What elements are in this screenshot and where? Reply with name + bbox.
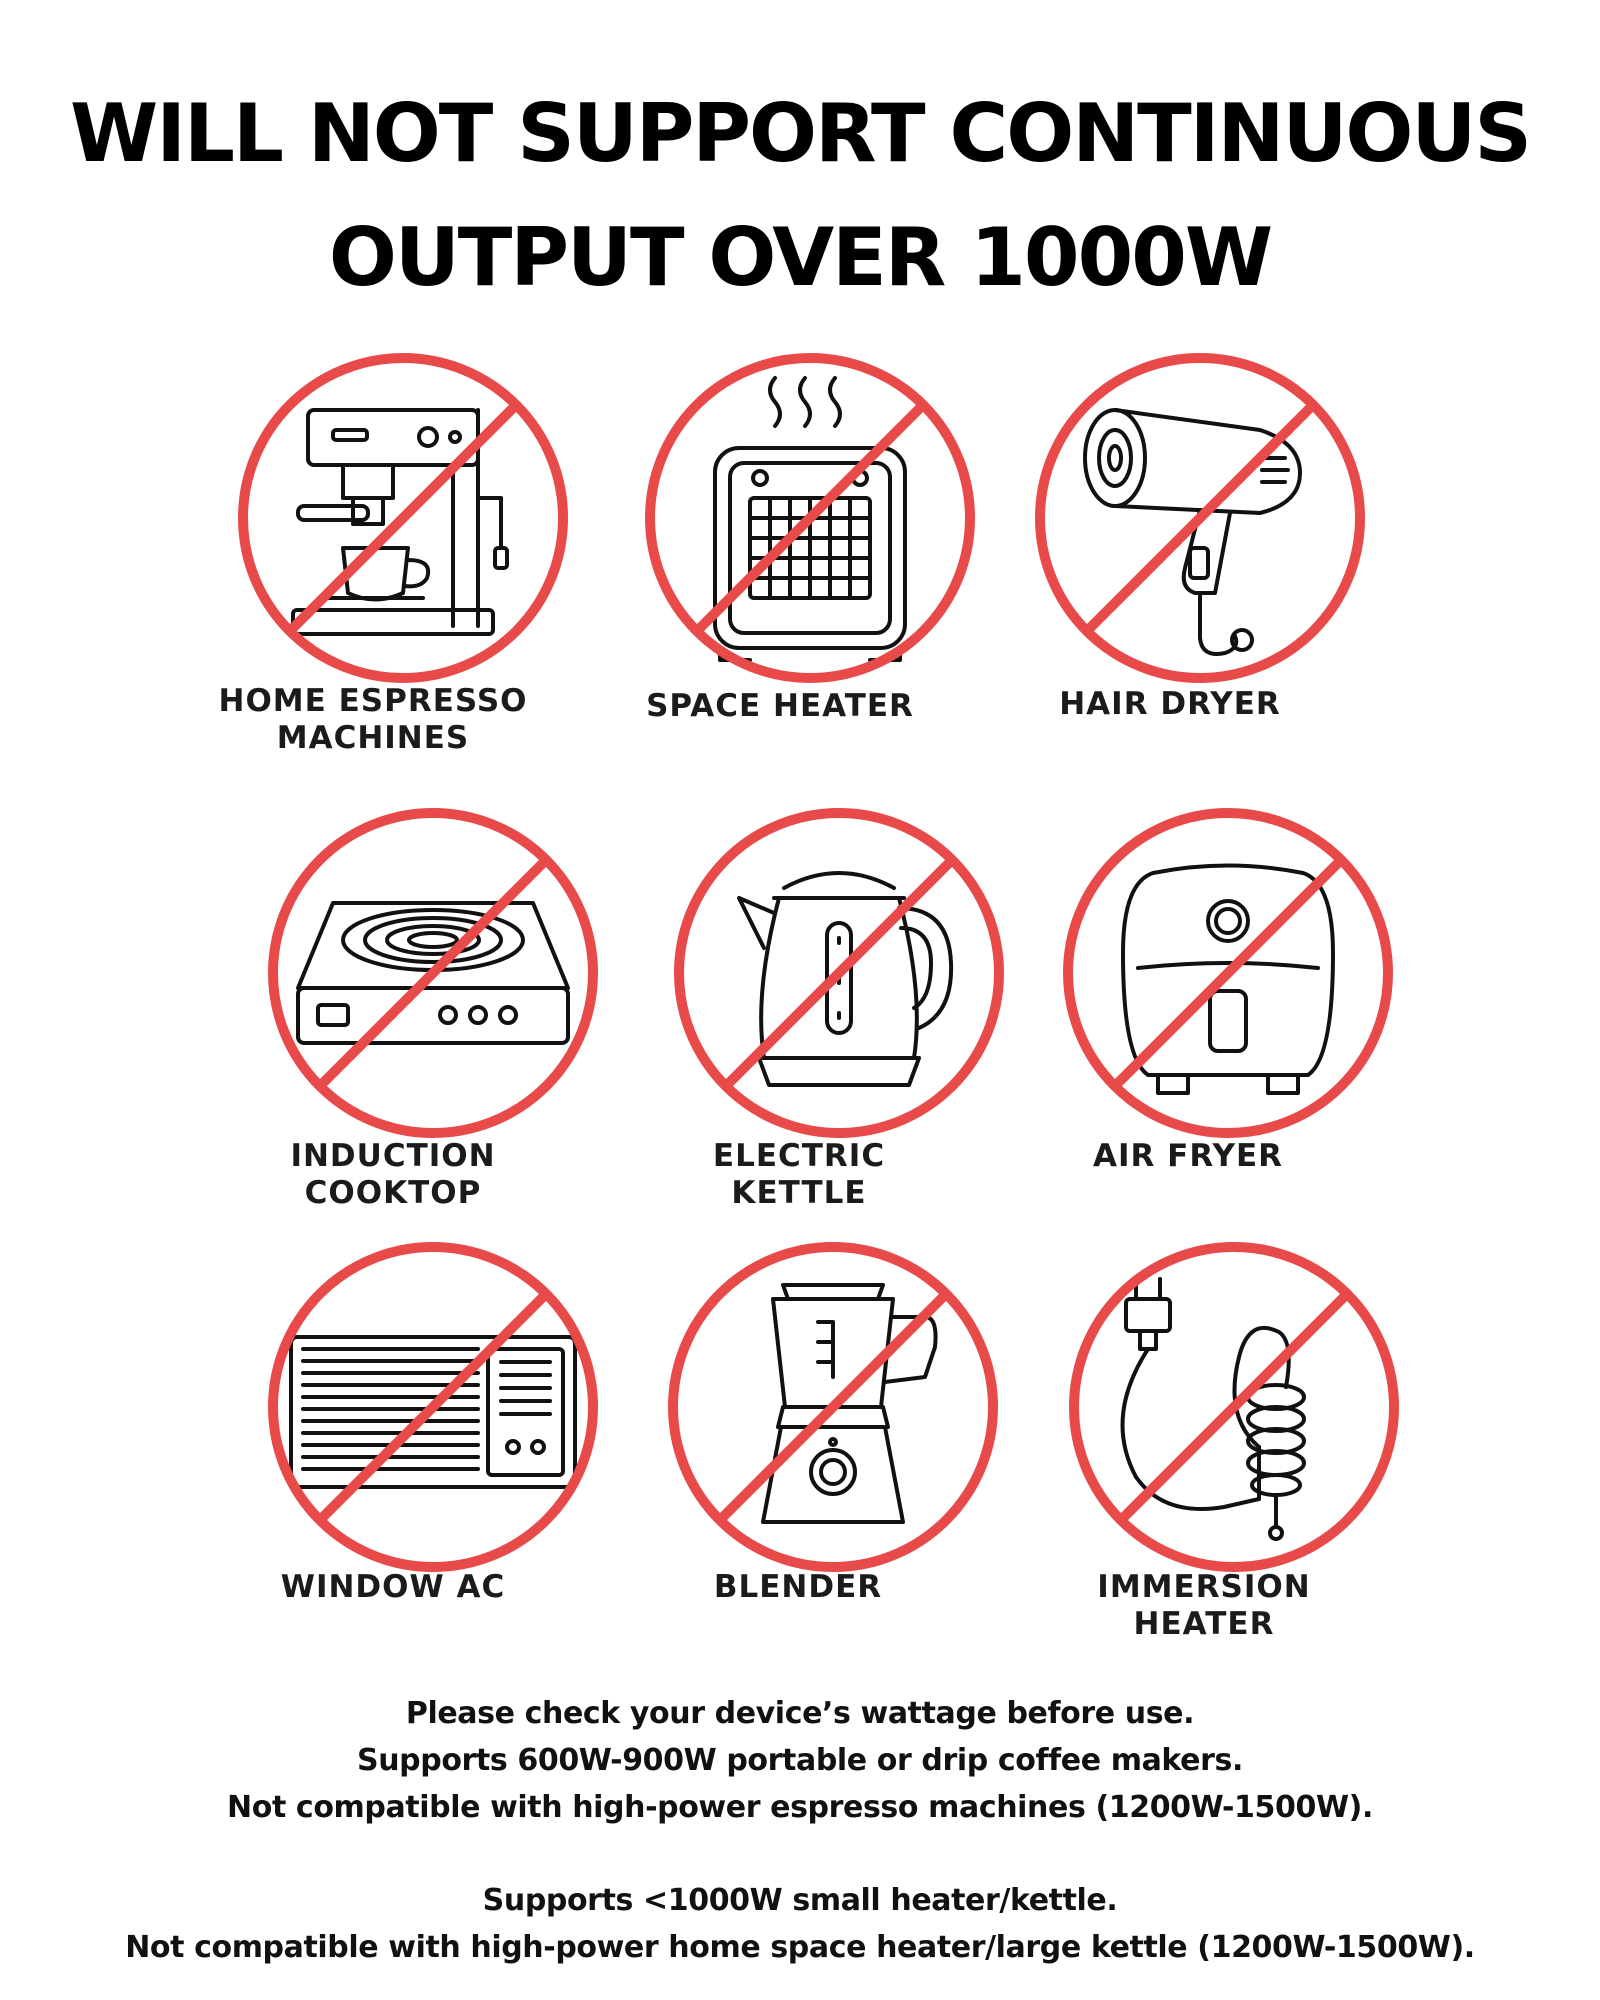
item-label: IMMERSION HEATER xyxy=(1097,1569,1311,1642)
item-blender: BLENDER xyxy=(633,1237,1033,1657)
item-air-fryer: AIR FRYER xyxy=(1028,803,1428,1223)
item-label: AIR FRYER xyxy=(1092,1138,1284,1174)
note-line-4: Supports <1000W small heater/kettle. xyxy=(482,1883,1118,1918)
item-hair-dryer: HAIR DRYER xyxy=(1000,348,1400,768)
window-ac-icon xyxy=(268,1242,598,1572)
item-espresso-machine: HOME ESPRESSO MACHINES xyxy=(203,348,603,768)
page-title: WILL NOT SUPPORT CONTINUOUS OUTPUT OVER … xyxy=(0,72,1600,320)
item-label: HOME ESPRESSO MACHINES xyxy=(218,683,528,756)
hair-dryer-icon xyxy=(1035,353,1365,683)
item-induction-cooktop: INDUCTION COOKTOP xyxy=(233,803,633,1223)
item-electric-kettle: ELECTRIC KETTLE xyxy=(639,803,1039,1223)
note-line-2: Supports 600W-900W portable or drip coff… xyxy=(357,1743,1243,1778)
note-line-1: Please check your device’s wattage befor… xyxy=(405,1696,1195,1731)
item-label: SPACE HEATER xyxy=(646,688,914,724)
note-gap xyxy=(0,1831,1600,1877)
induction-cooktop-icon xyxy=(268,808,598,1138)
blender-icon xyxy=(668,1242,998,1572)
espresso-machine-icon xyxy=(238,353,568,683)
item-label: WINDOW AC xyxy=(280,1569,506,1605)
title-line-2: OUTPUT OVER 1000W xyxy=(328,211,1273,304)
air-fryer-icon xyxy=(1063,808,1393,1138)
wattage-notes: Please check your device’s wattage befor… xyxy=(0,1690,1600,1971)
electric-kettle-icon xyxy=(674,808,1004,1138)
note-line-3: Not compatible with high-power espresso … xyxy=(227,1790,1373,1825)
space-heater-icon xyxy=(645,353,975,683)
item-space-heater: SPACE HEATER xyxy=(610,348,1010,768)
immersion-heater-icon xyxy=(1069,1242,1399,1572)
title-line-1: WILL NOT SUPPORT CONTINUOUS xyxy=(70,87,1532,180)
item-window-ac: WINDOW AC xyxy=(233,1237,633,1657)
item-label: HAIR DRYER xyxy=(1059,686,1281,722)
item-label: BLENDER xyxy=(713,1569,883,1605)
item-immersion-heater: IMMERSION HEATER xyxy=(1034,1237,1434,1657)
item-label: INDUCTION COOKTOP xyxy=(290,1138,496,1211)
item-label: ELECTRIC KETTLE xyxy=(712,1138,886,1211)
note-line-5: Not compatible with high-power home spac… xyxy=(125,1930,1475,1965)
